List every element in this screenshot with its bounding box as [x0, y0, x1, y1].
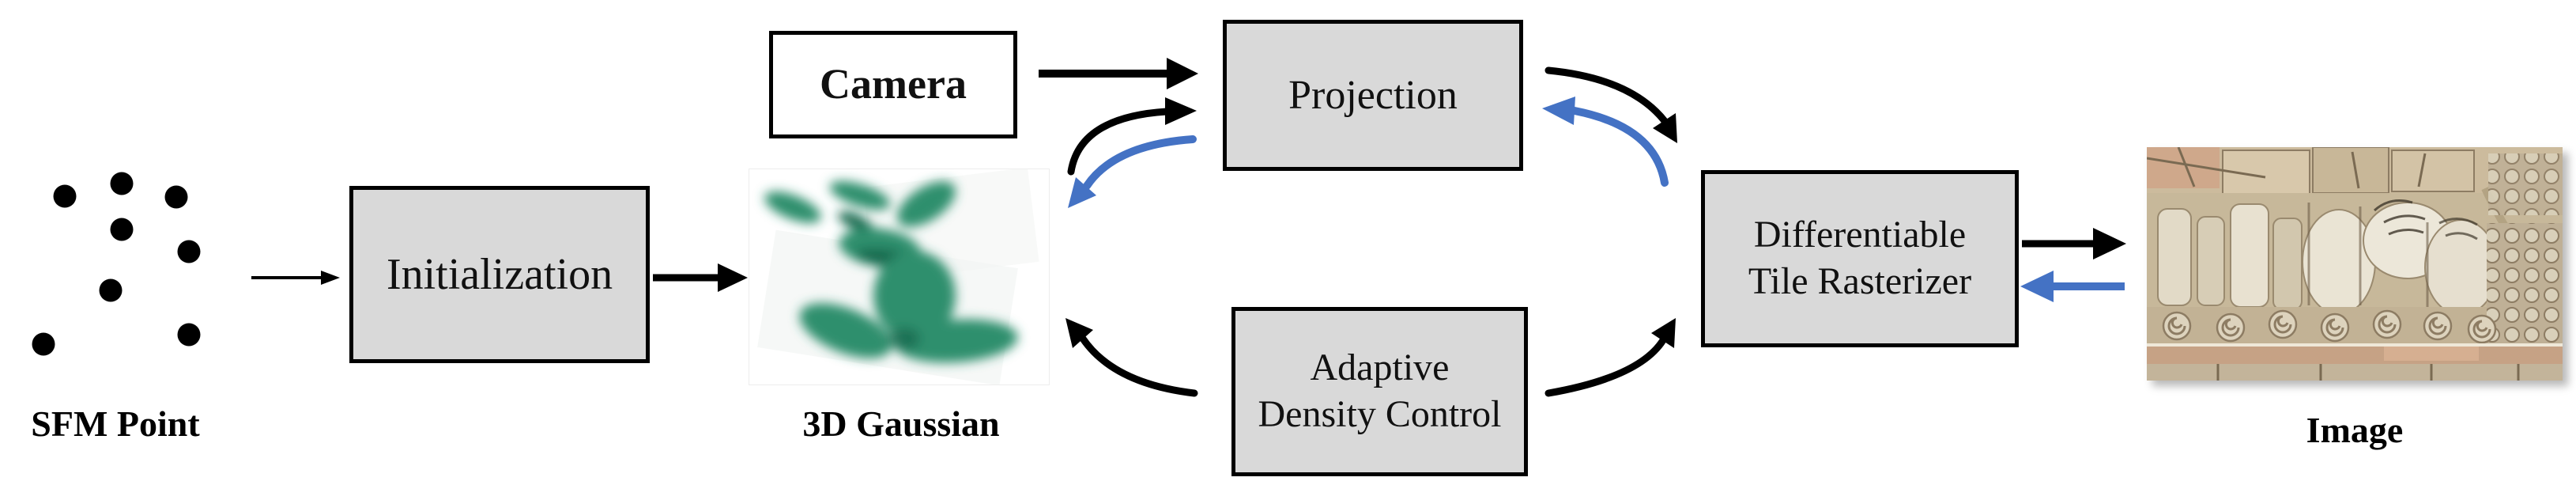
arrow-projection-to-rasterizer — [1544, 66, 1677, 143]
sfm-point-cloud — [32, 172, 201, 356]
arrow-initialization-to-gaussian — [653, 263, 748, 292]
arrow-image-to-rasterizer-blue — [2020, 271, 2125, 302]
image-caption: Image — [2306, 410, 2404, 450]
camera-box: Camera — [769, 31, 1017, 138]
gaussian-splat-illustration — [749, 169, 1050, 385]
rasterizer-box-label-line1: Differentiable — [1753, 214, 1967, 256]
arrow-adc-to-rasterizer — [1544, 318, 1676, 397]
arrow-adc-to-gaussian — [1065, 318, 1198, 397]
arrow-projection-to-gaussian-blue — [1068, 135, 1197, 208]
gaussian-splat-svg — [749, 169, 1049, 384]
differentiable-tile-rasterizer-box: Differentiable Tile Rasterizer — [1701, 170, 2019, 347]
adc-box-label-line2: Density Control — [1258, 393, 1502, 435]
initialization-box-label: Initialization — [386, 249, 613, 299]
arrow-sfm-to-initialization — [251, 271, 340, 285]
gaussian-caption: 3D Gaussian — [802, 403, 1000, 444]
rendered-image-photo — [2147, 147, 2563, 381]
rasterizer-box-label-line2: Tile Rasterizer — [1748, 260, 1972, 302]
adaptive-density-control-box: Adaptive Density Control — [1231, 307, 1528, 476]
projection-box: Projection — [1223, 20, 1523, 171]
sfm-point-caption: SFM Point — [31, 403, 200, 444]
rendered-image-svg — [2147, 147, 2563, 381]
arrow-gaussian-to-projection — [1067, 97, 1197, 176]
projection-box-label: Projection — [1288, 72, 1458, 118]
arrow-rasterizer-to-image — [2022, 228, 2126, 259]
adc-box-label-line1: Adaptive — [1310, 347, 1450, 389]
arrow-camera-to-projection — [1039, 58, 1198, 89]
camera-box-label: Camera — [820, 60, 967, 108]
initialization-box: Initialization — [349, 186, 650, 363]
arrow-rasterizer-to-projection-blue — [1542, 97, 1669, 187]
